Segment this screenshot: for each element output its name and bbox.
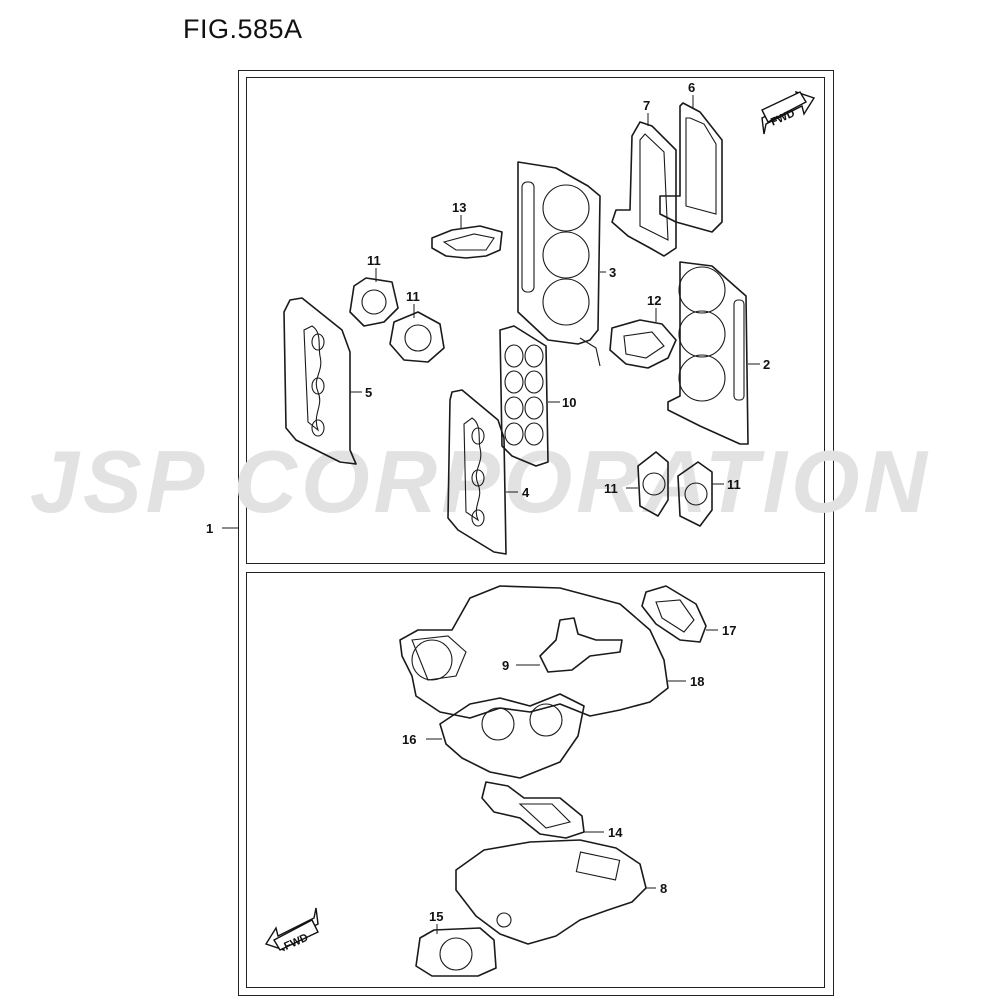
callout-10[interactable]: 10 xyxy=(562,395,576,410)
watermark: JSP CORPORATION xyxy=(30,432,931,531)
upper-engine-gaskets-panel xyxy=(246,77,825,564)
gasket-part-6 xyxy=(659,102,723,233)
fwd-arrow-lower-icon: FWD xyxy=(264,907,319,953)
callout-18[interactable]: 18 xyxy=(690,674,704,689)
gasket-part-11-d xyxy=(677,461,713,527)
callout-5[interactable]: 5 xyxy=(365,385,372,400)
callout-11-b[interactable]: 11 xyxy=(406,289,420,304)
figure-title: FIG.585A xyxy=(183,14,303,44)
callout-15[interactable]: 15 xyxy=(429,909,443,924)
gasket-part-12 xyxy=(609,319,677,369)
gasket-part-11-c xyxy=(637,451,669,517)
gasket-part-17 xyxy=(641,585,707,643)
gasket-part-18 xyxy=(399,585,669,719)
callout-14[interactable]: 14 xyxy=(608,825,623,840)
fwd-arrow-upper-icon: FWD xyxy=(761,90,816,135)
callout-11-d[interactable]: 11 xyxy=(727,477,741,492)
callout-11-a[interactable]: 11 xyxy=(367,253,381,268)
gasket-part-4 xyxy=(447,389,507,555)
gasket-part-11-a xyxy=(349,277,399,327)
callout-2[interactable]: 2 xyxy=(763,357,770,372)
callout-17[interactable]: 17 xyxy=(722,623,736,638)
gasket-set-frame xyxy=(238,70,834,996)
callout-16[interactable]: 16 xyxy=(402,732,416,747)
gasket-part-16 xyxy=(439,693,585,779)
callout-9[interactable]: 9 xyxy=(502,658,509,673)
gasket-part-14 xyxy=(481,781,585,839)
gasket-part-11-b xyxy=(389,311,445,363)
gasket-part-2 xyxy=(667,261,749,445)
callout-6[interactable]: 6 xyxy=(688,80,695,95)
callout-11-c[interactable]: 11 xyxy=(604,481,618,496)
callout-8[interactable]: 8 xyxy=(660,881,667,896)
gasket-part-7 xyxy=(611,121,677,257)
lower-engine-gaskets-panel xyxy=(246,572,825,988)
gasket-part-9 xyxy=(539,617,623,673)
callout-13[interactable]: 13 xyxy=(452,200,466,215)
gasket-part-13 xyxy=(431,225,503,259)
gasket-part-5 xyxy=(283,297,357,465)
gasket-part-3 xyxy=(517,161,601,367)
callout-3[interactable]: 3 xyxy=(609,265,616,280)
callout-1[interactable]: 1 xyxy=(206,521,213,536)
callout-12[interactable]: 12 xyxy=(647,293,661,308)
gasket-part-8 xyxy=(455,839,647,945)
callout-7[interactable]: 7 xyxy=(643,98,650,113)
callout-4[interactable]: 4 xyxy=(522,485,530,500)
gasket-part-15 xyxy=(415,927,497,977)
